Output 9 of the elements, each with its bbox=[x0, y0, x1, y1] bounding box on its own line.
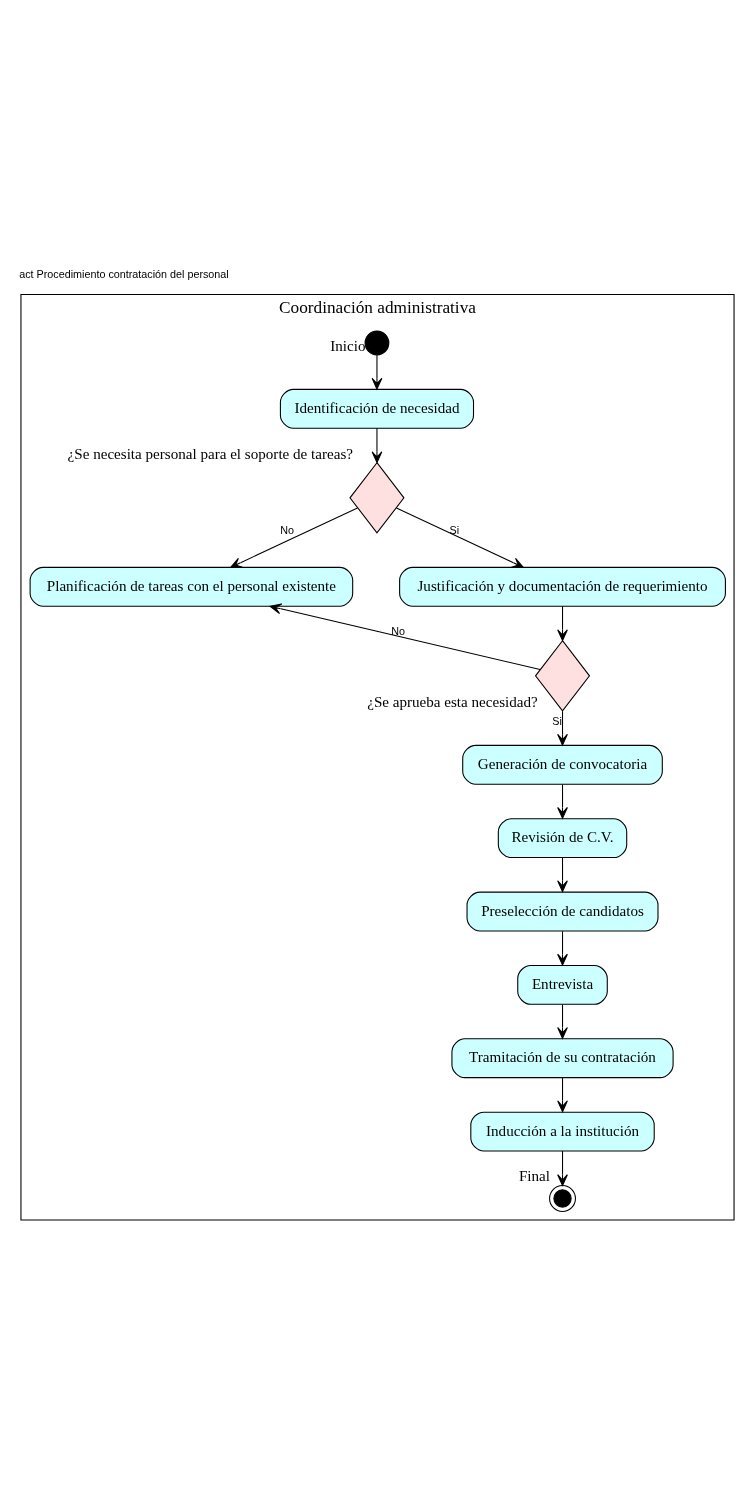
node-label: Final bbox=[518, 1168, 550, 1185]
node-label: ¿Se aprueba esta necesidad? bbox=[367, 693, 538, 710]
edge-label: No bbox=[391, 624, 405, 637]
diagram-title: act Procedimiento contratación del personal bbox=[19, 268, 229, 281]
edge-label: No bbox=[280, 524, 294, 537]
node-label: Inicio bbox=[330, 337, 366, 354]
edge-label: Si bbox=[552, 714, 562, 727]
edge-label: Si bbox=[449, 524, 460, 537]
node-label: ¿Se necesita personal para el soporte de tareas? bbox=[67, 445, 353, 462]
